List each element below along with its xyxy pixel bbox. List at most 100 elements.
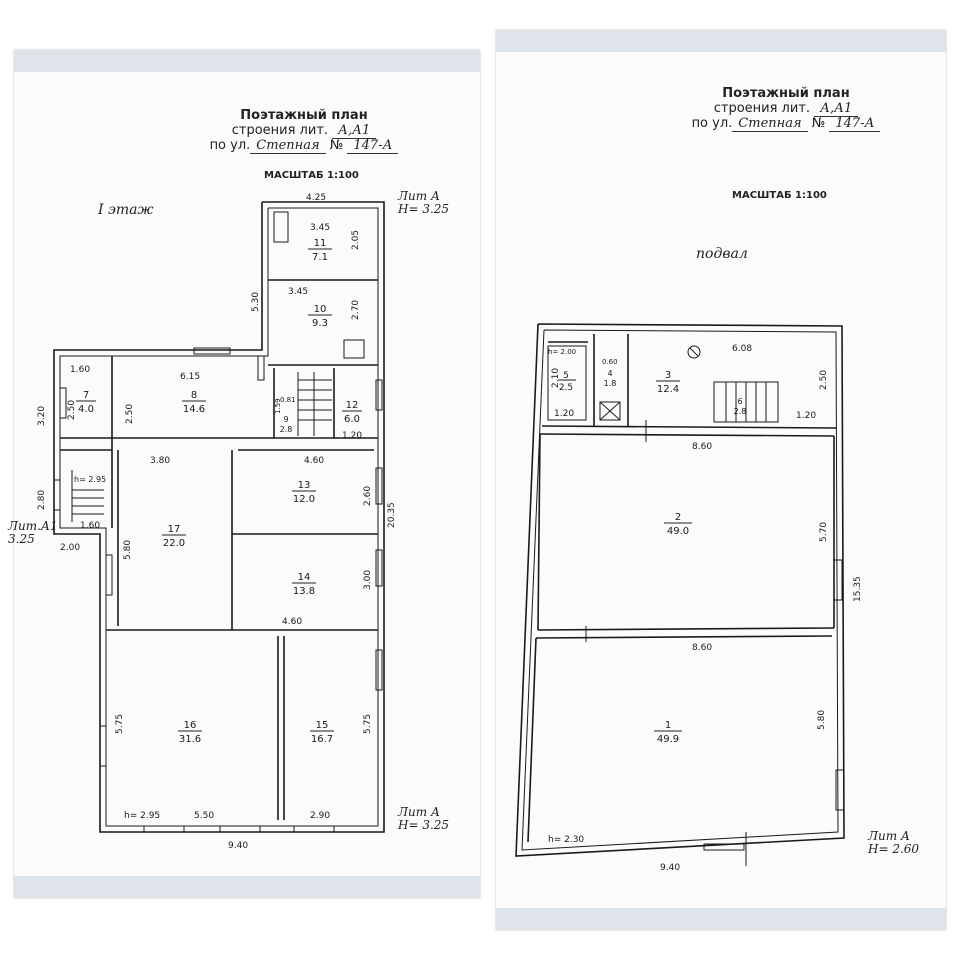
svg-text:h= 2.95: h= 2.95	[124, 811, 160, 821]
svg-text:2.05: 2.05	[351, 230, 361, 250]
room-9-area: 2.8	[280, 425, 293, 434]
svg-text:5.80: 5.80	[817, 710, 827, 730]
basement-plan: 5 2.5 4 1.8 3 12.4 6 2.8 2 49.0 1 49.9 h…	[515, 323, 863, 873]
plan-header: Поэтажный план строения лит. А,А1 по ул.…	[646, 86, 926, 132]
room-1-number: 1	[665, 720, 671, 731]
svg-text:3.20: 3.20	[37, 406, 47, 426]
svg-text:2.50: 2.50	[125, 404, 135, 424]
room-10-number: 10	[314, 304, 327, 315]
lit-bottom-height: Н= 3.25	[398, 818, 450, 832]
lit-top-height: Н= 3.25	[398, 202, 450, 216]
room-5-area: 2.5	[559, 383, 573, 393]
room-9-number: 9	[283, 415, 288, 424]
svg-text:1.59: 1.59	[274, 398, 282, 414]
svg-text:1.20: 1.20	[554, 409, 574, 419]
room-8-number: 8	[191, 390, 197, 401]
room-14-area: 13.8	[293, 586, 315, 597]
header-street-prefix: по ул.	[691, 116, 733, 131]
dimension-labels: h= 2.00 0.60 2.10 1.20 6.08 2.50 1.20 8.…	[548, 344, 863, 873]
room-11-area: 7.1	[312, 252, 328, 263]
room-8-area: 14.6	[183, 404, 205, 415]
svg-text:4.25: 4.25	[306, 193, 326, 203]
svg-text:h= 2.30: h= 2.30	[548, 835, 584, 845]
room-4-area: 1.8	[604, 379, 617, 388]
room-4-number: 4	[607, 369, 612, 378]
floor-title: подвал	[696, 246, 748, 262]
room-3-area: 12.4	[657, 384, 679, 395]
svg-text:8.60: 8.60	[692, 442, 712, 452]
room-3-number: 3	[665, 370, 671, 381]
svg-text:2.50: 2.50	[819, 370, 829, 390]
room-6-area: 2.8	[734, 407, 747, 416]
room-2-number: 2	[675, 512, 681, 523]
svg-text:4.60: 4.60	[282, 617, 302, 627]
svg-text:2.10: 2.10	[551, 368, 561, 388]
sheet-bottom-band	[14, 876, 480, 898]
room-13-number: 13	[298, 480, 311, 491]
room-7-area: 4.0	[78, 404, 94, 415]
svg-text:1.60: 1.60	[70, 365, 90, 375]
room-15-area: 16.7	[311, 734, 333, 745]
ventilation-icon	[599, 401, 621, 421]
sheet-top-band	[496, 30, 946, 52]
room-12-number: 12	[346, 400, 359, 411]
svg-text:5.50: 5.50	[194, 811, 214, 821]
svg-text:15.35: 15.35	[853, 576, 863, 602]
header-street-value: Степная	[732, 116, 808, 132]
svg-text:3.45: 3.45	[310, 223, 330, 233]
first-floor-plan: 11 7.1 10 9.3 7 4.0 8 14.6 9 2.8 12 6.0 …	[37, 193, 397, 851]
svg-text:2.90: 2.90	[310, 811, 330, 821]
room-17-number: 17	[168, 524, 181, 535]
first-floor-sheet: Поэтажный план строения лит. А,А1 по ул.…	[8, 50, 480, 898]
svg-text:3.80: 3.80	[150, 456, 170, 466]
header-title: Поэтажный план	[240, 108, 368, 123]
svg-text:2.60: 2.60	[363, 486, 373, 506]
sheet-bottom-band	[496, 908, 946, 930]
room-16-area: 31.6	[179, 734, 201, 745]
svg-text:4.60: 4.60	[304, 456, 324, 466]
outer-wall	[515, 323, 845, 857]
stair-icon	[297, 372, 332, 436]
plan-scale: МАСШТАБ 1:100	[732, 190, 827, 201]
header-building-value: А,А1	[332, 123, 377, 139]
window-marks	[53, 347, 383, 833]
outer-wall	[53, 201, 385, 833]
svg-text:0.60: 0.60	[602, 358, 618, 366]
drain-icon	[687, 345, 701, 359]
svg-text:9.40: 9.40	[660, 863, 680, 873]
room-13-area: 12.0	[293, 494, 315, 505]
header-number-value: 147-А	[829, 116, 881, 132]
plan-scale: МАСШТАБ 1:100	[264, 170, 359, 181]
svg-text:20.35: 20.35	[387, 502, 397, 528]
header-building-prefix: строения лит.	[231, 123, 329, 138]
dimension-labels: 4.25 3.45 2.05 5.30 3.45 2.70 1.60 6.15 …	[37, 193, 397, 851]
room-14-number: 14	[298, 572, 311, 583]
room-10-area: 9.3	[312, 318, 328, 329]
header-title: Поэтажный план	[722, 86, 850, 101]
svg-text:8.60: 8.60	[692, 643, 712, 653]
svg-text:5.75: 5.75	[363, 714, 373, 734]
svg-text:9.40: 9.40	[228, 841, 248, 851]
svg-text:1.20: 1.20	[342, 431, 362, 441]
room-1-area: 49.9	[657, 734, 679, 745]
header-street-prefix: по ул.	[209, 138, 251, 153]
lit-bottom-height: Н= 2.60	[868, 842, 920, 856]
svg-text:5.80: 5.80	[123, 540, 133, 560]
svg-text:2.50: 2.50	[67, 400, 77, 420]
svg-text:h= 2.00: h= 2.00	[548, 348, 576, 356]
lit-left-height: 3.25	[8, 532, 35, 546]
svg-text:3.45: 3.45	[288, 287, 308, 297]
room-12-area: 6.0	[344, 414, 360, 425]
svg-text:0.81: 0.81	[280, 396, 296, 404]
svg-text:5.70: 5.70	[819, 522, 829, 542]
header-building-prefix: строения лит.	[713, 101, 811, 116]
header-number-sign: №	[811, 116, 826, 131]
svg-text:2.00: 2.00	[60, 543, 80, 553]
room-17-area: 22.0	[163, 538, 185, 549]
room-2-area: 49.0	[667, 526, 689, 537]
svg-text:5.75: 5.75	[115, 714, 125, 734]
